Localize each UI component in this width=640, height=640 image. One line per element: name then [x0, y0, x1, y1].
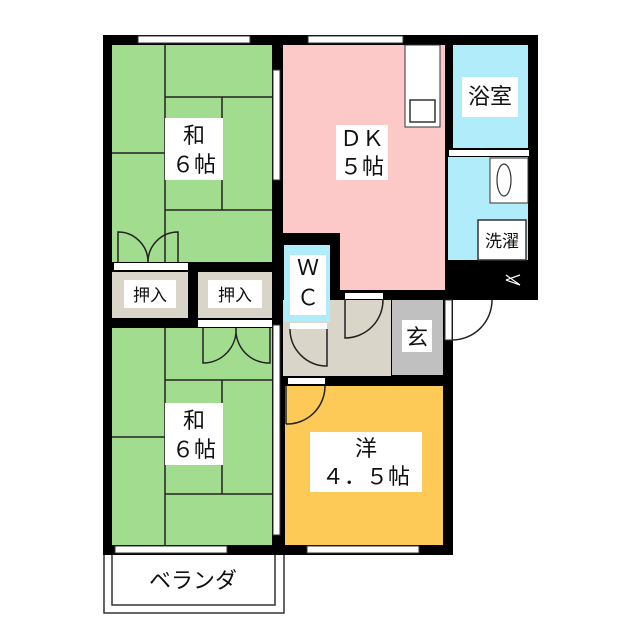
window [307, 35, 404, 44]
sliding-door [272, 69, 281, 181]
entrance-door[interactable] [451, 299, 493, 341]
room-name: 浴室 [468, 85, 512, 110]
room-washroom: 洗濯 [448, 150, 529, 290]
closet-left: 押入 [112, 263, 188, 318]
room-name: 押入 [218, 286, 252, 306]
sliding-door [272, 324, 281, 536]
vent-icon [505, 274, 521, 286]
washbasin-icon [489, 157, 529, 204]
veranda: ベランダ [103, 552, 285, 614]
windows [114, 35, 420, 554]
room-yoshitsu: 洋 ４．５帖 [285, 378, 443, 545]
room-washitsu-south: 和 ６帖 [112, 320, 272, 545]
room-wc: Ｗ Ｃ [284, 245, 330, 322]
room-bath: 浴室 [453, 45, 528, 148]
room-size: ６帖 [172, 438, 216, 463]
room-size: ４．５帖 [322, 465, 410, 490]
window [137, 35, 251, 44]
window [306, 545, 420, 554]
door[interactable] [289, 328, 328, 367]
door[interactable] [344, 298, 384, 339]
room-washitsu-north: 和 ６帖 [112, 45, 272, 263]
closet-right: 押入 [198, 272, 272, 318]
sink-icon [409, 99, 436, 123]
veranda-label: ベランダ [149, 569, 237, 594]
laundry-space [477, 219, 527, 261]
room-name: Ｗ [297, 256, 319, 281]
room-dk: ＤＫ ５帖 [283, 44, 445, 290]
closet-door[interactable] [202, 327, 271, 364]
room-name: 玄 [406, 326, 428, 351]
room-name: 洋 [355, 437, 377, 462]
entrance: 玄 [392, 299, 493, 375]
closet-door[interactable] [117, 231, 179, 263]
door[interactable] [285, 385, 326, 425]
room-size: ６帖 [172, 153, 216, 178]
room-name: 押入 [133, 286, 167, 306]
laundry-label: 洗濯 [485, 232, 519, 252]
window [114, 545, 228, 554]
room-name: 和 [183, 409, 205, 434]
room-name: ＤＫ [340, 127, 384, 152]
room-name: 和 [183, 124, 205, 149]
room-size: ５帖 [340, 155, 384, 180]
room-name: Ｃ [297, 286, 319, 311]
